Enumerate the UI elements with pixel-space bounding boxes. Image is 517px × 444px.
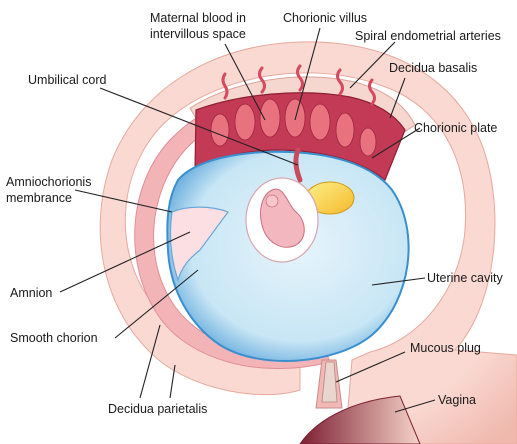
label-decidua-basalis: Decidua basalis	[389, 61, 477, 75]
label-vagina: Vagina	[438, 393, 476, 407]
label-spiral-arteries: Spiral endometrial arteries	[355, 29, 501, 43]
label-mucous-plug: Mucous plug	[410, 341, 481, 355]
label-chorionic-plate: Chorionic plate	[414, 121, 497, 135]
label-smooth-chorion: Smooth chorion	[10, 331, 98, 345]
label-maternal-blood-2: intervillous space	[150, 27, 246, 41]
label-chorionic-villus: Chorionic villus	[283, 11, 367, 25]
label-maternal-blood-1: Maternal blood in	[150, 11, 246, 25]
label-decidua-parietalis: Decidua parietalis	[108, 402, 207, 416]
label-amnion: Amnion	[10, 286, 52, 300]
label-uterine-cavity: Uterine cavity	[427, 271, 503, 285]
label-amniochorionis-1: Amniochorionis	[6, 175, 91, 189]
label-amniochorionis-2: membrance	[6, 191, 72, 205]
label-umbilical-cord: Umbilical cord	[28, 73, 107, 87]
